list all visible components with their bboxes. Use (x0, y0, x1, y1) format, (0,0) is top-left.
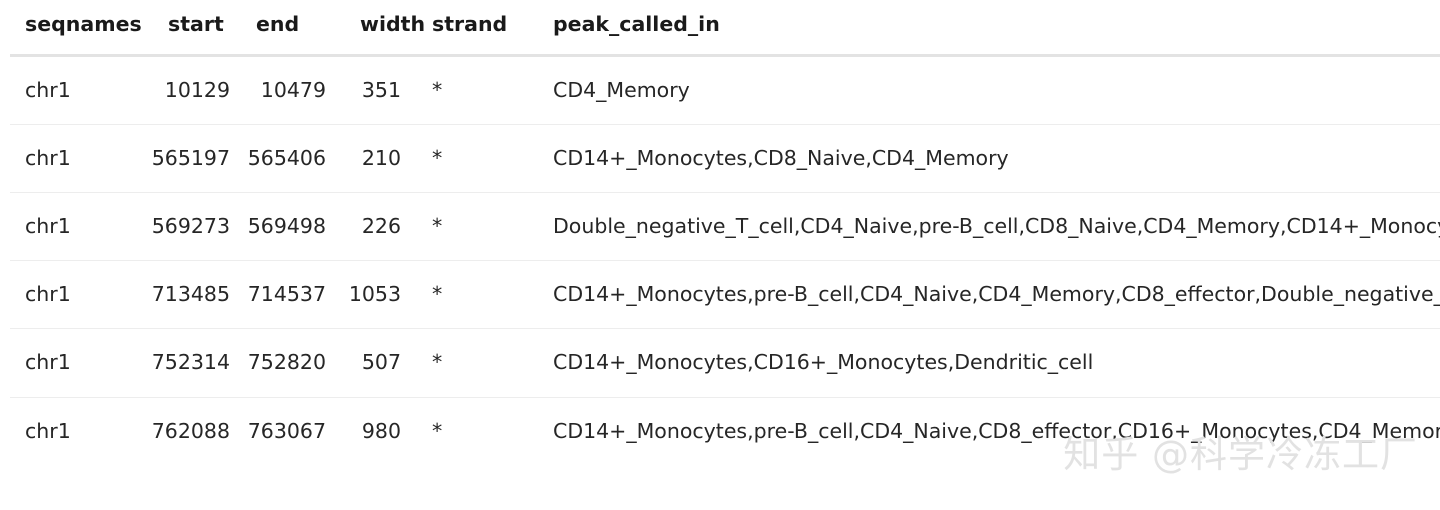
table-row: chr1 565197 565406 210 * CD14+_Monocytes… (10, 124, 1440, 194)
cell-end: 565406 (238, 124, 338, 194)
genomic-ranges-table: seqnames start end width strand peak_cal… (10, 0, 1440, 465)
cell-start: 569273 (148, 192, 238, 262)
cell-width: 351 (338, 55, 423, 125)
cell-seqnames: chr1 (25, 418, 71, 443)
cell-width: 507 (338, 328, 423, 398)
cell-seqnames: chr1 (10, 124, 148, 194)
table-header: seqnames start end width strand peak_cal… (10, 0, 1440, 57)
column-header-width[interactable]: width (338, 0, 425, 57)
cell-strand: * (423, 124, 549, 194)
table-row: chr1 10129 10479 351 * CD4_Memory (10, 55, 1440, 125)
table-row: chr1 713485 714537 1053 * CD14+_Monocyte… (10, 260, 1440, 330)
cell-peak-called-in: CD14+_Monocytes,CD8_Naive,CD4_Memory (549, 124, 1440, 194)
cell-seqnames: chr1 (10, 55, 148, 125)
cell-end: 10479 (238, 55, 338, 125)
cell-start: 762088 (151, 418, 230, 443)
table-body: chr1 10129 10479 351 * CD4_Memory chr1 5… (10, 55, 1440, 465)
cell-peak-called-in: CD14+_Monocytes,pre-B_cell,CD4_Naive,CD4… (549, 260, 1440, 330)
cell-strand: * (432, 418, 443, 443)
cell-strand: * (423, 192, 549, 262)
column-header-start[interactable]: start (148, 0, 238, 57)
cell-peak-called-in: CD14+_Monocytes,pre-B_cell,CD4_Naive,CD8… (553, 418, 1440, 443)
cell-start: 10129 (148, 55, 238, 125)
cell-width: 980 (361, 418, 401, 443)
cell-seqnames: chr1 (10, 260, 148, 330)
cell-end: 752820 (238, 328, 338, 398)
table-row: chr1 752314 752820 507 * CD14+_Monocytes… (10, 328, 1440, 398)
cell-strand: * (423, 260, 549, 330)
column-header-end[interactable]: end (238, 0, 338, 57)
cell-width: 210 (338, 124, 423, 194)
cell-peak-called-in: CD14+_Monocytes,CD16+_Monocytes,Dendriti… (549, 328, 1440, 398)
cell-strand: * (423, 328, 549, 398)
column-header-strand[interactable]: strand (423, 0, 549, 57)
table-row: chr1 762088 763067 980 * CD14+_Monocytes… (10, 397, 1440, 465)
cell-start: 565197 (148, 124, 238, 194)
cell-width: 226 (338, 192, 423, 262)
cell-width: 1053 (338, 260, 423, 330)
table-row: chr1 569273 569498 226 * Double_negative… (10, 192, 1440, 262)
cell-end: 714537 (238, 260, 338, 330)
cell-peak-called-in: Double_negative_T_cell,CD4_Naive,pre-B_c… (549, 192, 1440, 262)
cell-end: 763067 (247, 418, 326, 443)
cell-end: 569498 (238, 192, 338, 262)
cell-start: 713485 (148, 260, 238, 330)
column-header-peak-called-in[interactable]: peak_called_in (549, 0, 1440, 57)
cell-start: 752314 (148, 328, 238, 398)
cell-seqnames: chr1 (10, 328, 148, 398)
cell-strand: * (423, 55, 549, 125)
cell-peak-called-in: CD4_Memory (549, 55, 1440, 125)
cell-seqnames: chr1 (10, 192, 148, 262)
table-header-row: seqnames start end width strand peak_cal… (10, 0, 1440, 57)
column-header-seqnames[interactable]: seqnames (10, 0, 148, 57)
